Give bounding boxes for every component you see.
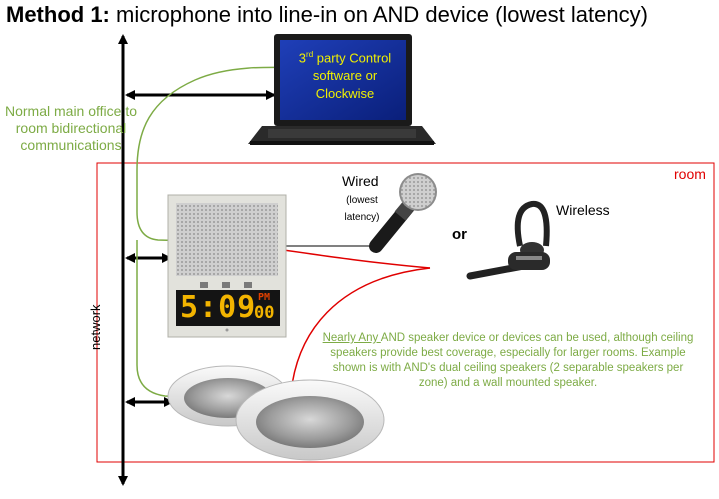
- room-boundary: [96, 162, 715, 463]
- clock-time: 5:09: [180, 290, 257, 325]
- laptop-line-1: 3rd party Control: [298, 50, 392, 66]
- ceiling-speaker-icon: [167, 365, 385, 461]
- clock-seconds: 00: [254, 303, 275, 323]
- handheld-microphone-icon: [369, 173, 437, 253]
- right-note-underlined: Nearly Any: [322, 332, 381, 344]
- laptop-line-2: software or: [312, 68, 378, 84]
- clock-display: 5:09 PM 00: [176, 290, 280, 326]
- or-label: or: [452, 226, 467, 243]
- right-note-text: AND speaker device or devices can be use…: [330, 332, 694, 389]
- title-bold: Method 1:: [6, 2, 110, 27]
- laptop-line-3: Clockwise: [315, 86, 375, 102]
- wired-label: Wired: [342, 173, 379, 189]
- laptop-screen-text: 3rd party Control software or Clockwise: [282, 46, 408, 103]
- wireless-label: Wireless: [556, 202, 610, 218]
- left-note: Normal main office to room bidirectional…: [4, 103, 137, 153]
- title-rest: microphone into line-in on AND device (l…: [109, 2, 648, 27]
- green-path-to-ceiling-speaker: [136, 240, 202, 403]
- red-path-to-ceiling-speaker: [285, 267, 431, 410]
- room-label: room: [674, 166, 706, 182]
- green-path-to-wall-speaker: [136, 170, 230, 247]
- page-title: Method 1: microphone into line-in on AND…: [6, 2, 648, 28]
- headset-microphone-icon: [466, 201, 550, 280]
- wired-sublabel: (lowest latency): [344, 195, 380, 223]
- right-note: Nearly Any AND speaker device or devices…: [318, 331, 698, 391]
- network-label: network: [88, 304, 103, 350]
- clock-ampm: PM: [258, 292, 271, 303]
- laptop-icon: [248, 34, 436, 145]
